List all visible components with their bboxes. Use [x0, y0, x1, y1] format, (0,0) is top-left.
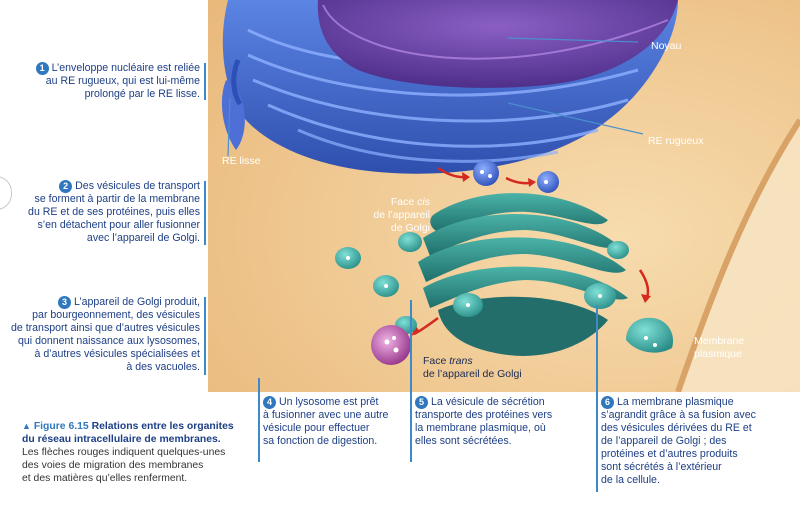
secretory-vesicle: [626, 317, 674, 353]
plasma-membrane: [678, 120, 800, 392]
label-re-lisse: RE lisse: [222, 155, 261, 167]
label-face-cis: Face cis de l’appareil de Golgi: [373, 196, 430, 234]
label-face-trans: Face trans de l’appareil de Golgi: [423, 355, 522, 380]
lysosome: [371, 325, 411, 365]
label-re-rugueux: RE rugueux: [648, 135, 704, 147]
label-noyau: Noyau: [651, 40, 682, 52]
label-membrane-plasmique: Membrane plasmique: [694, 335, 745, 360]
figure-caption: ▲ Figure 6.15 Relations entre les organi…: [22, 421, 234, 484]
golgi-vesicles: [335, 232, 629, 334]
nucleus: [317, 0, 678, 88]
smooth-er: [221, 59, 245, 150]
transport-vesicle: [473, 160, 499, 186]
endomembrane-illustration: [208, 0, 800, 392]
